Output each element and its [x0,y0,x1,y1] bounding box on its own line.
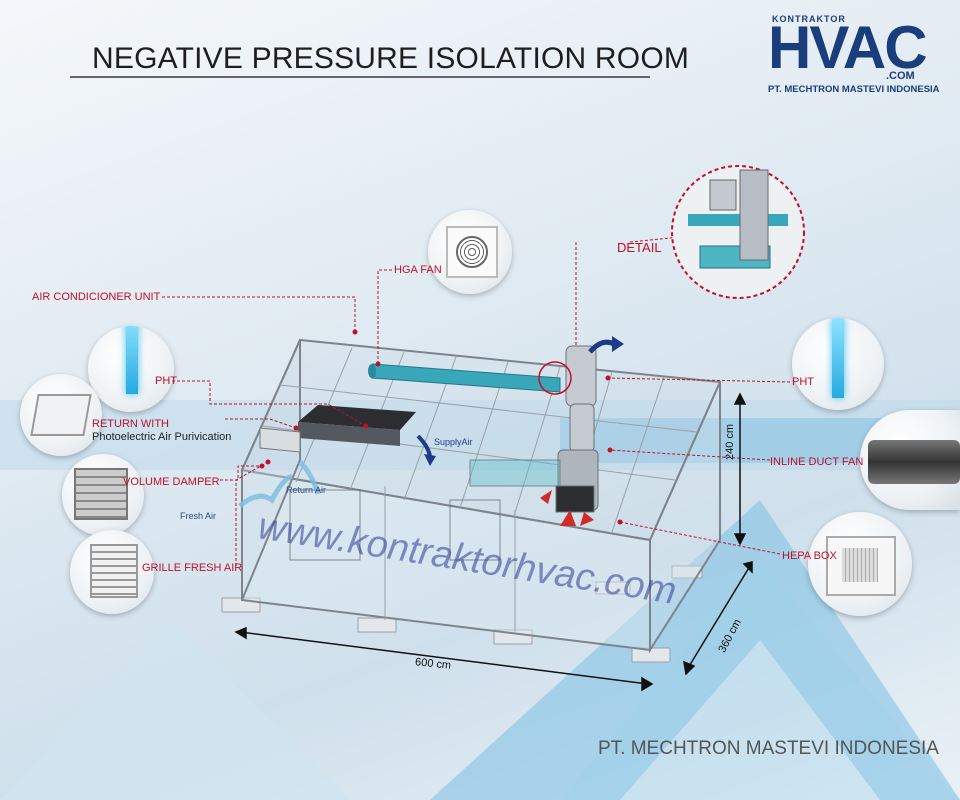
hepa-box-thumbnail [808,512,912,616]
airflow-arrows [238,336,624,526]
pht-lamp-icon [832,318,844,398]
logo-company: PT. MECHTRON MASTEVI INDONESIA [768,84,940,95]
label-air-conditioner-unit: AIR CONDICIONER UNIT [32,291,161,303]
logo-top-text: KONTRAKTOR [772,14,846,24]
flow-label-supply-air: SupplyAir [434,437,473,447]
pht-right-thumbnail [792,318,884,410]
title-underline [70,76,650,78]
ceiling-cassette-icon [30,394,92,436]
dimension-lines [234,392,753,692]
logo-suffix: .COM [886,70,915,82]
flow-label-return-air: Return Air [286,485,327,495]
label-hga-fan: HGA FAN [394,264,442,276]
hepa-filter-icon [826,536,896,596]
hga-fan-thumbnail [428,210,512,294]
label-volume-damper: VOLUME DAMPER [123,476,220,488]
volume-damper-thumbnail [62,454,144,536]
grille-fresh-air-thumbnail [70,530,154,614]
label-hepa-box: HEPA BOX [782,550,837,562]
footer-company: PT. MECHTRON MASTEVI INDONESIA [598,738,939,759]
pht-left-thumbnail [88,326,174,412]
label-return-with-sub: Photoelectric Air Purivication [92,431,232,443]
flow-label-fresh-air: Fresh Air [180,511,217,521]
room-glass [240,338,722,654]
brand-logo: KONTRAKTOR HVAC .COM PT. MECHTRON MASTEV… [768,14,946,96]
exhaust-duct [555,345,599,513]
exhaust-fan-icon [446,226,498,278]
label-inline-duct-fan: INLINE DUCT FAN [770,456,864,468]
inline-duct-fan-thumbnail [860,410,960,510]
label-return-with: RETURN WITH [92,418,169,430]
page-title: NEGATIVE PRESSURE ISOLATION ROOM [92,42,690,75]
label-pht-left: PHT [155,375,177,387]
logo-main-text: HVAC [768,14,928,81]
label-detail: DETAIL [617,240,662,255]
return-grille-thumbnail [20,374,102,456]
ac-unit [259,405,416,453]
louver-grille-icon [90,544,138,598]
pht-lamp-icon [126,326,138,394]
label-grille-fresh-air: GRILLE FRESH AIR [142,562,243,574]
damper-icon [74,468,128,520]
label-pht-right: PHT [792,376,814,388]
leader-lines [152,235,791,566]
teal-duct [368,363,561,393]
inline-fan-icon [868,440,960,484]
dimension-height: 240 cm [724,423,736,460]
detail-callout [538,165,805,395]
